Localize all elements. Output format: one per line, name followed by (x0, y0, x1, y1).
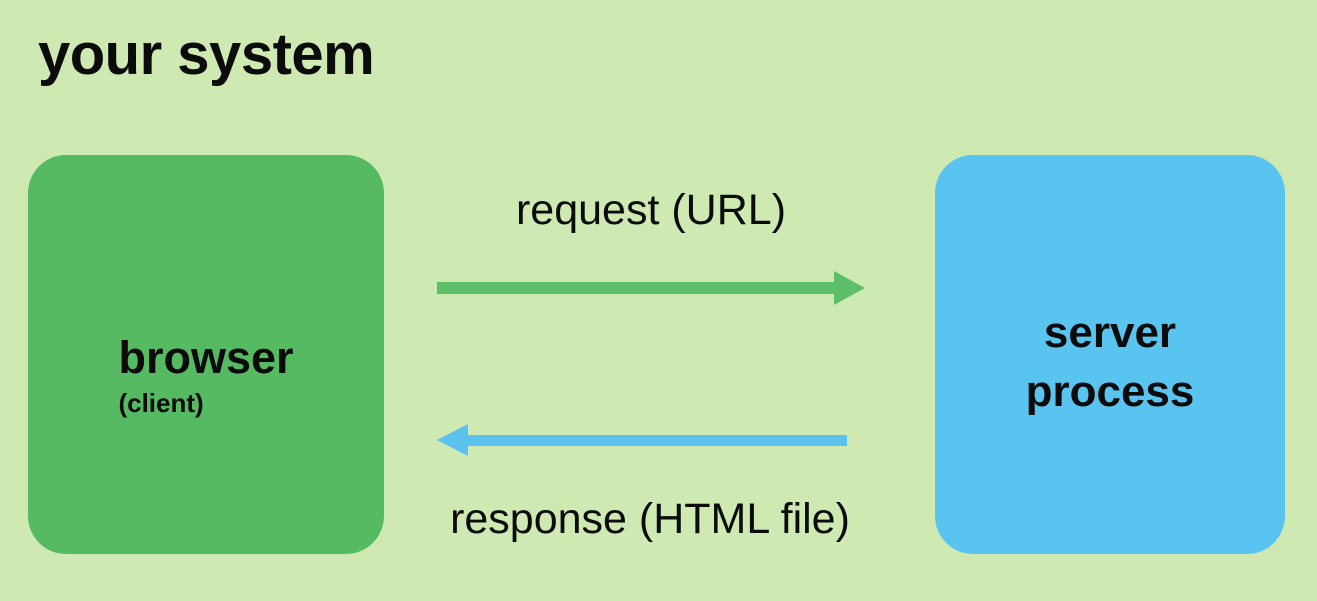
server-node: server process (935, 155, 1285, 554)
request-arrow (437, 271, 865, 305)
request-arrow-shaft (437, 282, 835, 294)
right-arrowhead-icon (834, 271, 865, 305)
client-node: browser (client) (28, 155, 384, 554)
request-flow-label: request (URL) (515, 186, 787, 234)
diagram-title: your system (38, 22, 375, 87)
left-arrowhead-icon (437, 424, 468, 456)
response-arrow-shaft (467, 435, 847, 446)
response-arrow (437, 423, 847, 457)
client-label: browser (118, 332, 294, 384)
client-sublabel: (client) (118, 387, 204, 418)
server-label: server process (1025, 308, 1195, 416)
client-node-text: browser (client) (118, 334, 293, 418)
response-flow-label: response (HTML file) (450, 495, 850, 543)
